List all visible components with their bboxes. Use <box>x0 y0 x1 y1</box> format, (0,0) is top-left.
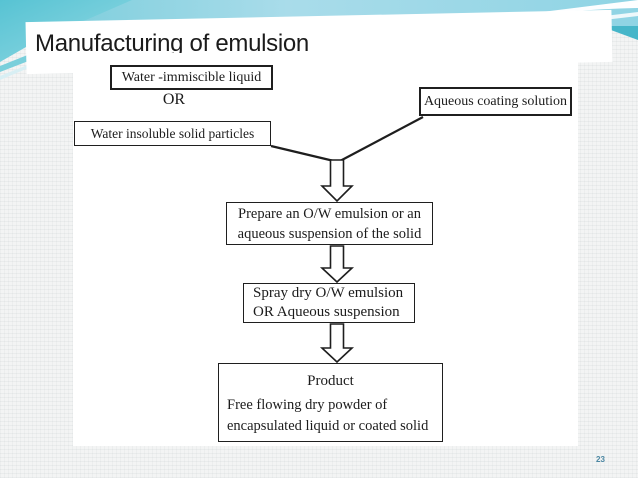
merge-line-right <box>339 116 424 162</box>
node-prepare-line2: aqueous suspension of the solid <box>237 225 422 242</box>
node-prepare-emulsion: Prepare an O/W emulsion or an aqueous su… <box>226 202 433 245</box>
node-aqueous-label: Aqueous coating solution <box>423 93 568 109</box>
or-connector-label: OR <box>162 91 186 108</box>
page-title: Manufacturing of emulsion <box>35 30 309 57</box>
block-arrow-down-2 <box>319 245 355 284</box>
merge-line-left <box>270 144 335 163</box>
connector-layer <box>270 116 424 364</box>
node-product: Product Free flowing dry powder of encap… <box>218 363 443 442</box>
node-water-immiscible-label: Water -immiscible liquid <box>121 69 262 85</box>
node-aqueous-coating-solution: Aqueous coating solution <box>419 87 572 116</box>
flowchart-panel: Water -immiscible liquid OR Water insolu… <box>73 53 578 446</box>
node-spray-dry: Spray dry O/W emulsion OR Aqueous suspen… <box>243 283 415 323</box>
corner-swoosh <box>0 0 132 62</box>
node-product-line2: encapsulated liquid or coated solid <box>227 418 429 434</box>
node-water-insoluble-label: Water insoluble solid particles <box>90 125 255 141</box>
node-spray-line1: Spray dry O/W emulsion <box>253 285 404 301</box>
block-arrow-down-1 <box>320 159 354 203</box>
node-water-insoluble-solid-particles: Water insoluble solid particles <box>74 121 271 146</box>
page-number: 23 <box>596 455 605 464</box>
node-prepare-line1: Prepare an O/W emulsion or an <box>238 205 421 222</box>
block-arrow-down-3 <box>319 323 355 364</box>
node-spray-line2: OR Aqueous suspension <box>253 304 400 320</box>
node-product-heading: Product <box>307 373 354 389</box>
node-water-immiscible-liquid: Water -immiscible liquid <box>110 65 273 90</box>
node-product-line1: Free flowing dry powder of <box>227 397 388 413</box>
